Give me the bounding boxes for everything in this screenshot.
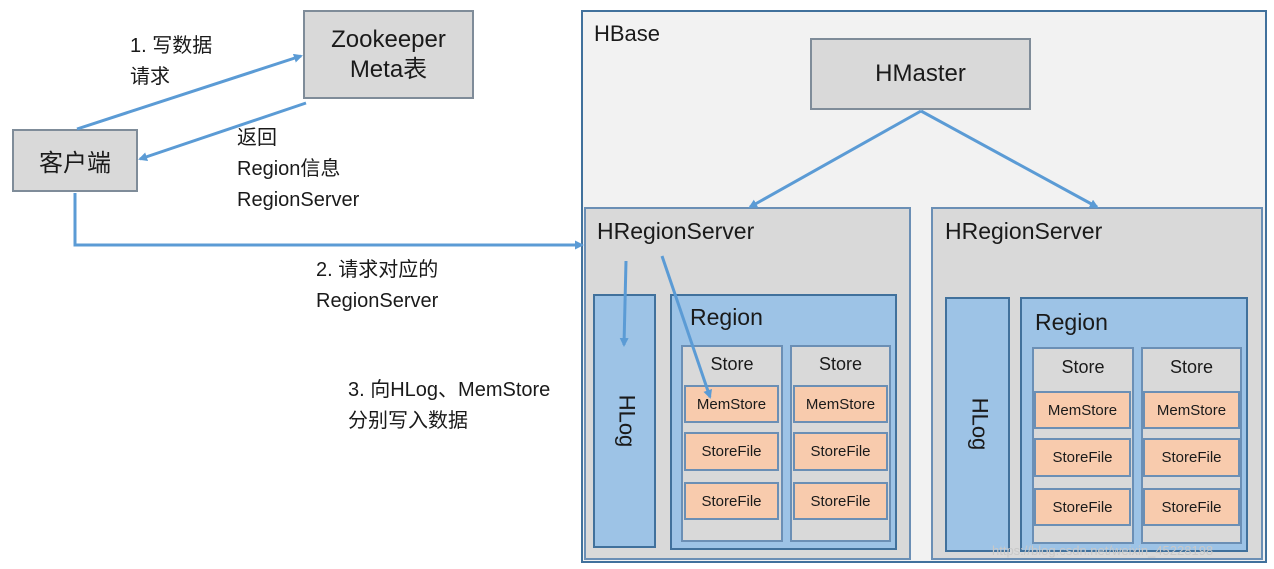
step3-label: 3. 向HLog、MemStore 分别写入数据 — [348, 379, 551, 432]
memstore-1-1-label: MemStore — [696, 395, 767, 413]
storefile-2-1-a: StoreFile — [1034, 438, 1131, 477]
watermark-text: https://blog.csdn.net/weixin_45228198 — [992, 543, 1214, 558]
hlog-2: HLog — [945, 297, 1010, 552]
memstore-2-2-label: MemStore — [1156, 401, 1227, 419]
storefile-label: StoreFile — [810, 443, 871, 460]
store-2-1-label: Store — [1061, 357, 1105, 377]
memstore-2-1-label: MemStore — [1047, 401, 1118, 419]
zookeeper-title: Zookeeper — [331, 25, 446, 53]
region-server-1-title: HRegionServer — [597, 218, 755, 244]
hmaster-node: HMaster — [810, 38, 1031, 110]
client-node: 客户端 — [12, 129, 138, 192]
memstore-1-1: MemStore — [684, 385, 779, 423]
step1-label: 1. 写数据 请求 — [130, 35, 213, 88]
hlog-2-label: HLog — [967, 397, 993, 451]
meta-table-label: Meta表 — [349, 55, 428, 83]
hmaster-label: HMaster — [875, 60, 966, 87]
storefile-label: StoreFile — [701, 443, 762, 460]
storefile-label: StoreFile — [1052, 498, 1113, 516]
storefile-label: StoreFile — [810, 492, 871, 510]
hlog-1: HLog — [593, 294, 656, 548]
hbase-title: HBase — [594, 21, 661, 46]
hlog-1-label: HLog — [614, 394, 640, 448]
zookeeper-node: Zookeeper Meta表 — [303, 10, 474, 99]
storefile-label: StoreFile — [1161, 449, 1222, 466]
storefile-1-2-a: StoreFile — [793, 432, 888, 471]
step2-label: 2. 请求对应的 RegionServer — [316, 259, 439, 312]
memstore-1-2: MemStore — [793, 385, 888, 423]
storefile-2-1-b: StoreFile — [1034, 488, 1131, 526]
store-2-2-label: Store — [1169, 357, 1214, 377]
region-server-2-title: HRegionServer — [945, 218, 1103, 244]
storefile-2-2-a: StoreFile — [1143, 438, 1240, 477]
return-info-label: 返回 Region信息 RegionServer — [237, 127, 360, 211]
storefile-label: StoreFile — [1052, 449, 1113, 466]
storefile-1-1-b: StoreFile — [684, 482, 779, 520]
storefile-1-1-a: StoreFile — [684, 432, 779, 471]
store-1-1-label: Store — [710, 354, 754, 374]
store-1-2-label: Store — [818, 354, 863, 374]
memstore-2-1: MemStore — [1034, 391, 1131, 429]
storefile-label: StoreFile — [1161, 498, 1222, 516]
storefile-2-2-b: StoreFile — [1143, 488, 1240, 526]
storefile-label: StoreFile — [701, 492, 762, 510]
region-2-label: Region — [1035, 309, 1108, 335]
memstore-1-2-label: MemStore — [805, 395, 876, 413]
region-1-label: Region — [690, 304, 763, 330]
memstore-2-2: MemStore — [1143, 391, 1240, 429]
storefile-1-2-b: StoreFile — [793, 482, 888, 520]
client-label: 客户端 — [39, 150, 111, 177]
